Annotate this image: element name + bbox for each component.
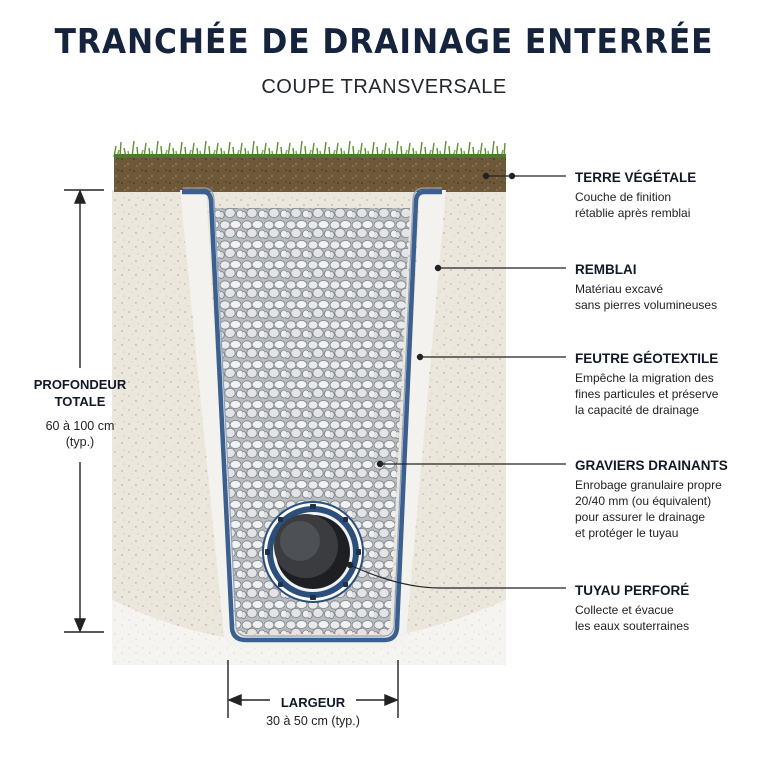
callout-backfill-name: REMBLAI <box>575 262 637 277</box>
callout-leaders <box>346 172 566 589</box>
callout-topsoil: TERRE VÉGÉTALE Couche de finition rétabl… <box>575 170 765 221</box>
width-label-name: LARGEUR <box>280 695 346 710</box>
width-label-value: 30 à 50 cm (typ.) <box>266 714 360 728</box>
callout-gravel-desc: Enrobage granulaire propre 20/40 mm (ou … <box>575 478 722 540</box>
depth-dimension <box>64 189 104 633</box>
width-label: LARGEUR 30 à 50 cm (typ.) <box>213 695 413 728</box>
geotextile-liner <box>182 189 442 643</box>
callout-pipe-name: TUYAU PERFORÉ <box>575 583 690 598</box>
page-title: TRANCHÉE DE DRAINAGE ENTERRÉE <box>54 22 714 62</box>
callout-gravel: GRAVIERS DRAINANTS Enrobage granulaire p… <box>575 458 765 541</box>
callout-geotextile-name: FEUTRE GÉOTEXTILE <box>575 351 719 366</box>
callout-pipe: TUYAU PERFORÉ Collecte et évacue les eau… <box>575 583 765 634</box>
gravel-fill <box>214 208 410 634</box>
width-dimension <box>227 660 399 718</box>
callout-geotextile: FEUTRE GÉOTEXTILE Empêche la migration d… <box>575 351 765 418</box>
depth-label: PROFONDEUR TOTALE 60 à 100 cm (typ.) <box>20 376 140 450</box>
perforated-pipe <box>262 501 364 603</box>
depth-label-value: 60 à 100 cm (typ.) <box>45 419 115 449</box>
callout-backfill-desc: Matériau excavé sans pierres volumineuse… <box>575 282 718 312</box>
callout-topsoil-name: TERRE VÉGÉTALE <box>575 170 697 185</box>
callout-pipe-desc: Collecte et évacue les eaux souterraines <box>575 603 690 633</box>
callout-geotextile-desc: Empêche la migration des fines particule… <box>575 371 719 417</box>
topsoil-layer <box>114 156 506 192</box>
depth-label-name: PROFONDEUR TOTALE <box>33 377 127 409</box>
callout-backfill: REMBLAI Matériau excavé sans pierres vol… <box>575 262 765 313</box>
callout-topsoil-desc: Couche de finition rétablie après rembla… <box>575 190 691 220</box>
page-subtitle: COUPE TRANSVERSALE <box>261 76 507 98</box>
callout-gravel-name: GRAVIERS DRAINANTS <box>575 458 728 473</box>
